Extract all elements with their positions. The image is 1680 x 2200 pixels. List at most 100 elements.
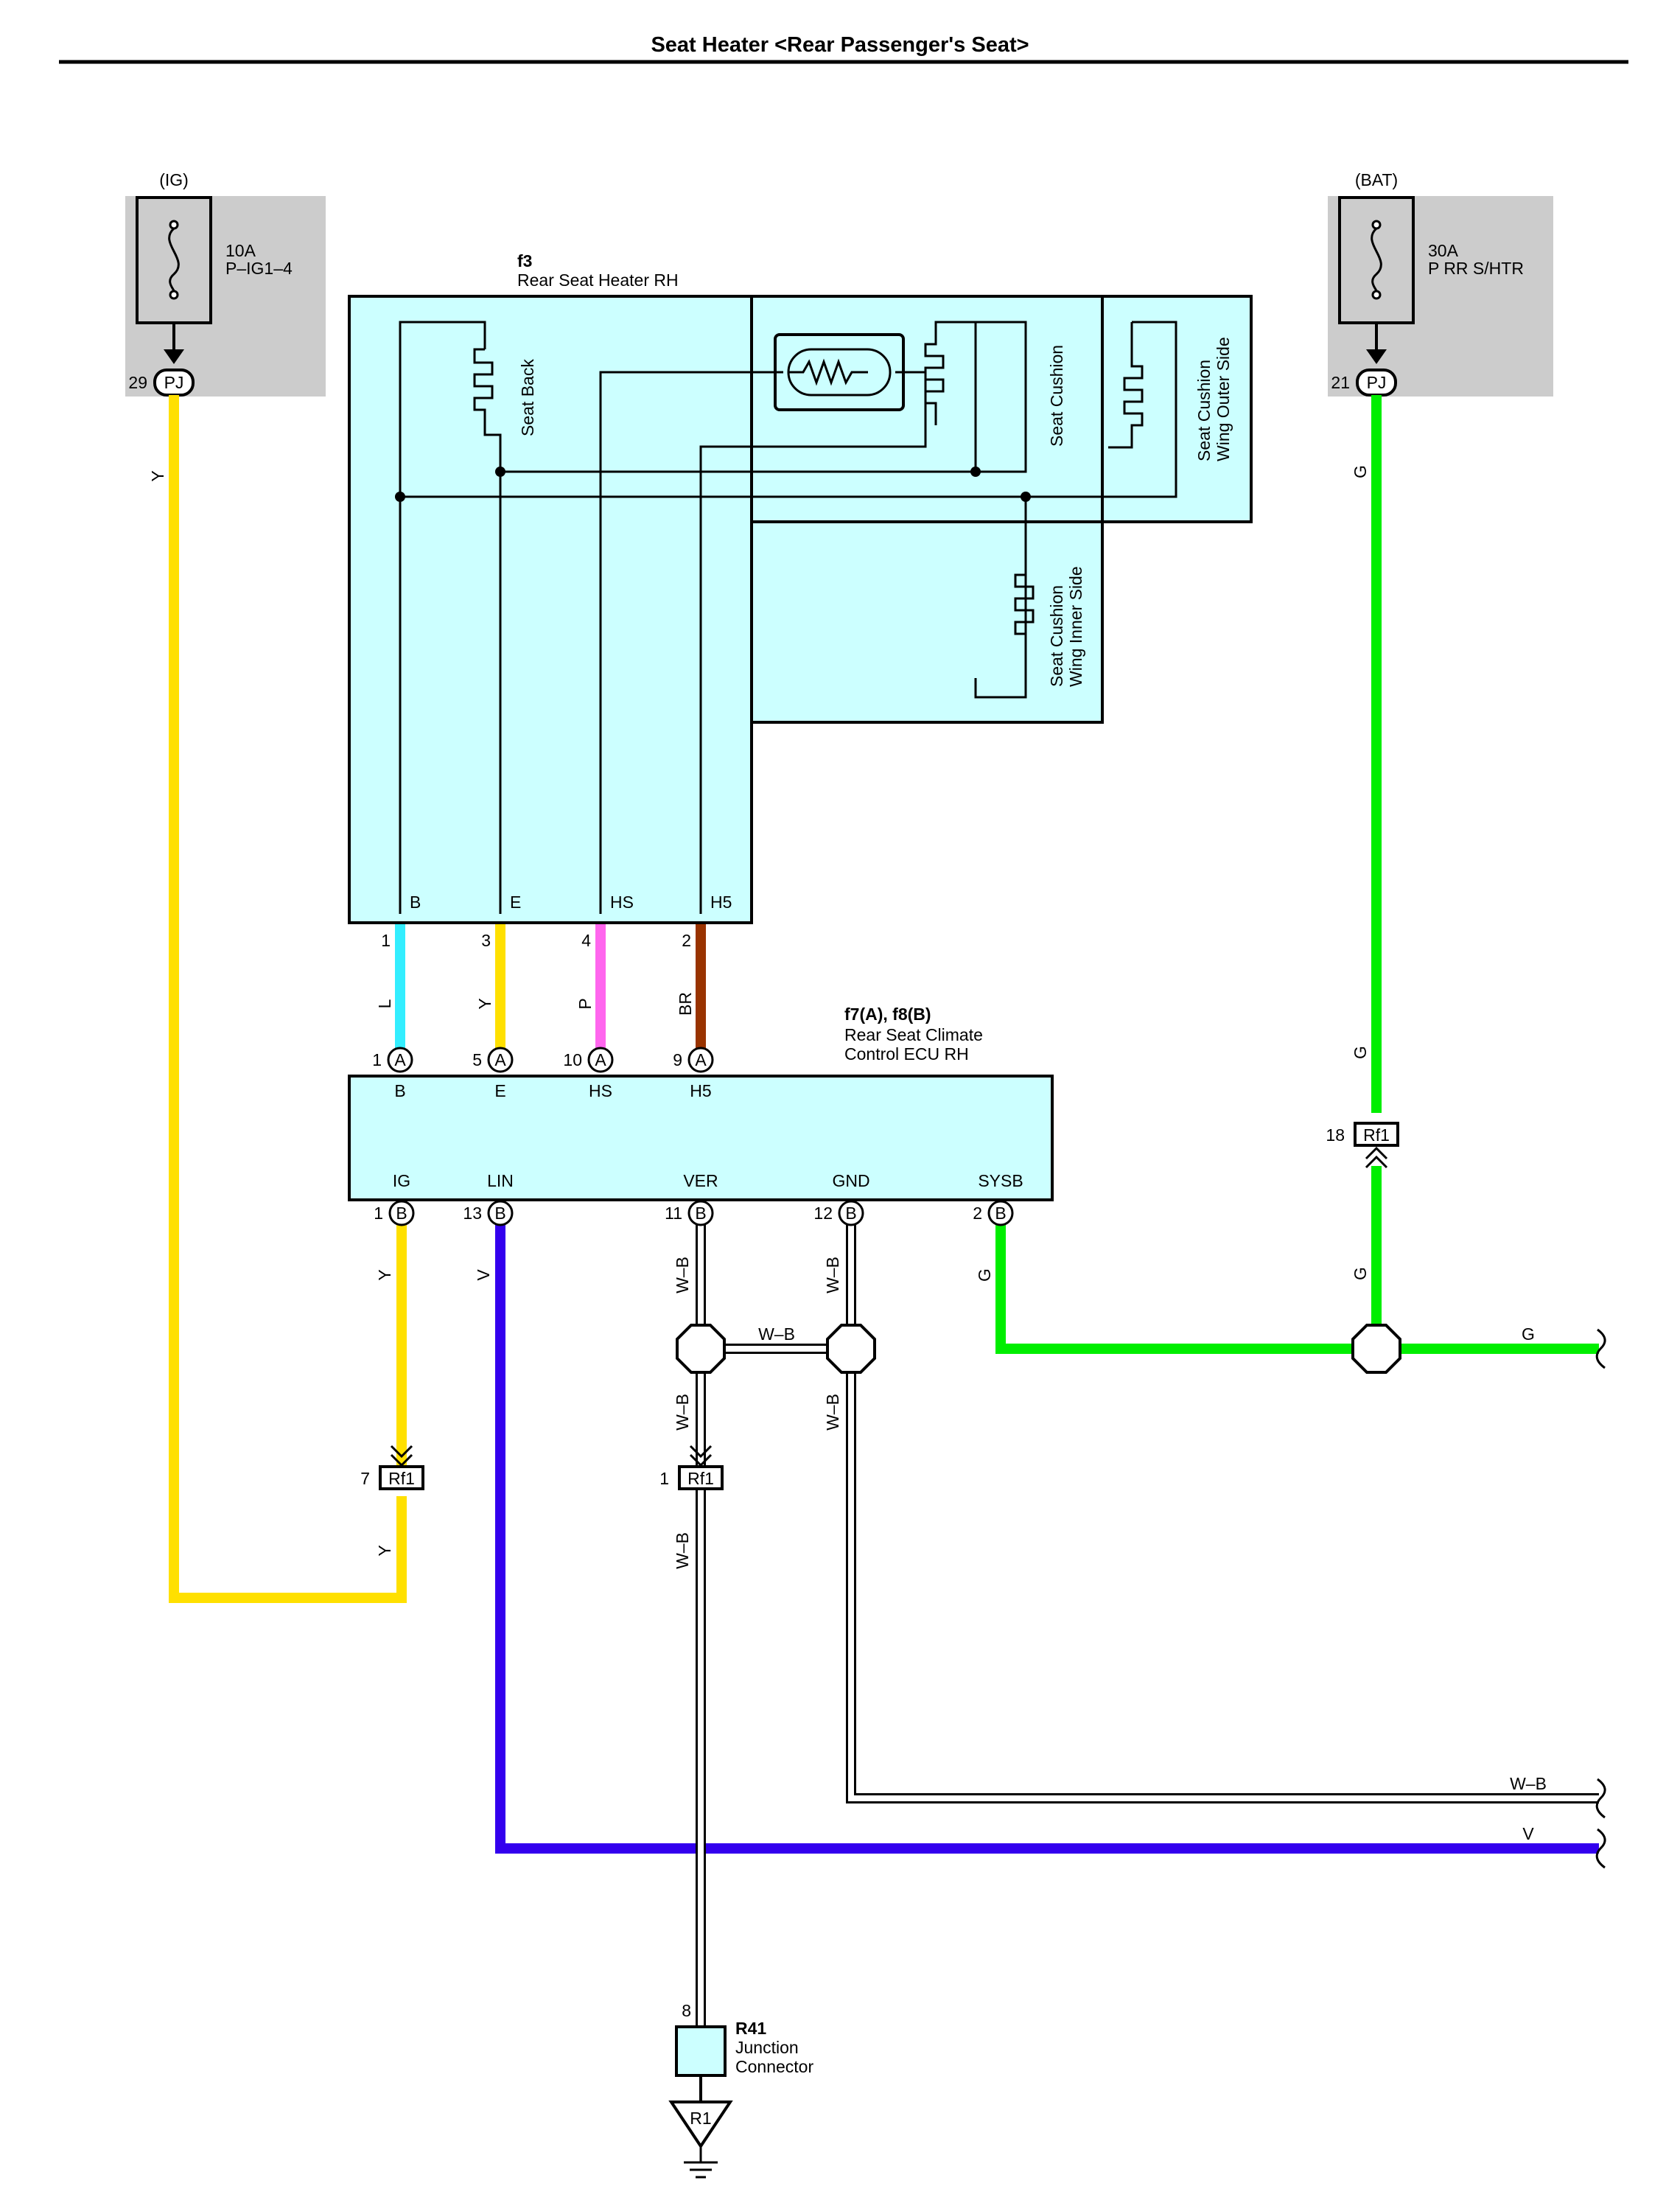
fuse-bat-rating: 30A [1428, 241, 1459, 260]
heater-pin-3: 3 [481, 931, 491, 950]
junction-code: R41 [735, 2019, 766, 2038]
thermistor-box [774, 333, 905, 411]
wing-outer-element-icon [1108, 322, 1144, 449]
wire-label-ig-y: Y [375, 1269, 394, 1280]
ecu-top-pin-h5: A 9 H5 [673, 1047, 714, 1100]
splice-point-g [1351, 1324, 1401, 1374]
fuse-bat-source: (BAT) [1355, 170, 1398, 189]
fuse-ig-pin: 29 [128, 373, 147, 392]
svg-text:B: B [394, 1081, 405, 1100]
rear-seat-climate-ecu: f7(A), f8(B) Rear Seat Climate Control E… [348, 1005, 1054, 1226]
wing-outer-label-2: Wing Outer Side [1214, 337, 1233, 461]
fuse-ig-arrow-icon [164, 349, 184, 364]
fuse-bat-arrow-icon [1366, 349, 1387, 364]
svg-text:11: 11 [665, 1204, 682, 1223]
connector-chevron-icon [1365, 1146, 1388, 1169]
ecu-bottom-pin-ig: IG B 1 [374, 1171, 415, 1226]
heater-terminal-h5: H5 [710, 893, 732, 912]
fuse-ig-connector-label: PJ [164, 373, 184, 392]
splice-point-ver [676, 1324, 726, 1374]
wire-label-bat-supply: G [1351, 465, 1370, 478]
wire-label-lin-v: V [474, 1269, 493, 1281]
fuse-ig-source: (IG) [159, 170, 189, 189]
wire-label-sysb-g: G [975, 1268, 994, 1282]
ecu-name-1: Rear Seat Climate [844, 1025, 983, 1044]
wire-w-b-gnd [848, 1216, 1599, 1801]
svg-text:9: 9 [673, 1050, 682, 1069]
wire-label-l: L [375, 999, 394, 1008]
svg-text:A: A [595, 1050, 606, 1069]
junction-connector-r41: 8 R41 Junction Connector R1 [668, 2001, 813, 2179]
svg-text:B: B [494, 1204, 505, 1223]
junction-pin: 8 [682, 2001, 691, 2020]
heater-pin-2: 2 [682, 931, 691, 950]
wire-label-wb-bus: W–B [1510, 1774, 1547, 1793]
svg-text:10: 10 [563, 1050, 582, 1069]
wire-label-v-bus: V [1522, 1824, 1534, 1843]
wire-label-gnd-lower: W–B [823, 1394, 842, 1431]
wire-label-junction-link: W–B [758, 1324, 795, 1344]
seat-cushion-label: Seat Cushion [1047, 345, 1066, 447]
svg-text:H5: H5 [690, 1081, 711, 1100]
heater-terminal-b: B [410, 893, 421, 912]
fuse-ig-background [125, 196, 326, 397]
wire-break-icon [1595, 1328, 1606, 1369]
ecu-name-2: Control ECU RH [844, 1044, 969, 1064]
wire-label-ver-mid: W–B [673, 1394, 692, 1431]
wire-label-ig-lower: Y [375, 1545, 394, 1556]
rear-seat-heater-rh: f3 Rear Seat Heater RH Seat Back Seat C [348, 251, 1253, 924]
fuse-ig: (IG) 10A P–IG1–4 PJ 29 [125, 170, 326, 397]
heater-terminal-hs: HS [610, 893, 634, 912]
ecu-code: f7(A), f8(B) [844, 1005, 931, 1024]
fuse-ig-element-icon [168, 227, 180, 292]
heater-terminal-e: E [510, 893, 521, 912]
wing-inner-element-icon [1014, 573, 1035, 635]
wire-break-icon [1595, 1828, 1606, 1869]
svg-text:2: 2 [973, 1204, 982, 1223]
wire-label-gnd-wb: W–B [823, 1257, 842, 1293]
ecu-bottom-pin-gnd: GND B 12 [813, 1171, 870, 1226]
svg-text:B: B [695, 1204, 706, 1223]
svg-text:Rf1: Rf1 [388, 1469, 415, 1488]
svg-text:B: B [845, 1204, 856, 1223]
ecu-bottom-pin-lin: LIN B 13 [463, 1171, 514, 1226]
svg-text:7: 7 [360, 1469, 370, 1488]
svg-text:12: 12 [813, 1204, 833, 1223]
wire-label-br: BR [676, 992, 695, 1016]
svg-text:18: 18 [1326, 1125, 1345, 1145]
ecu-bottom-pin-ver: VER B 11 [665, 1171, 718, 1226]
fuse-ig-name: P–IG1–4 [225, 259, 293, 278]
heater-code: f3 [517, 251, 532, 270]
fuse-bat-connector-label: PJ [1367, 373, 1387, 392]
fuse-bat-name: P RR S/HTR [1428, 259, 1524, 278]
svg-text:1: 1 [659, 1469, 669, 1488]
page-title: Seat Heater <Rear Passenger's Seat> [651, 33, 1029, 57]
wire-label-bat-lower: G [1351, 1267, 1370, 1280]
fuse-bat-pin: 21 [1331, 373, 1350, 392]
svg-text:1: 1 [374, 1204, 383, 1223]
svg-text:Rf1: Rf1 [687, 1469, 714, 1488]
fuse-ig-rating: 10A [225, 241, 256, 260]
heater-main-box [348, 295, 753, 924]
svg-text:13: 13 [463, 1204, 482, 1223]
ecu-top-pin-hs: A 10 HS [563, 1047, 614, 1100]
connector-rf1-bat: Rf1 18 [1326, 1122, 1399, 1169]
svg-text:A: A [695, 1050, 707, 1069]
junction-name-2: Connector [735, 2057, 813, 2076]
ecu-top-pin-b: A 1 B [372, 1047, 413, 1100]
svg-text:VER: VER [683, 1171, 718, 1190]
fuse-bat: (BAT) 30A P RR S/HTR PJ 21 [1328, 170, 1553, 397]
wire-g-sysb [995, 1216, 1599, 1354]
wire-break-icon [1595, 1778, 1606, 1819]
svg-text:E: E [494, 1081, 505, 1100]
wire-label-g-bus: G [1522, 1324, 1535, 1344]
seat-back-label: Seat Back [518, 359, 537, 436]
wire-label-y: Y [475, 998, 494, 1009]
heater-name: Rear Seat Heater RH [517, 270, 679, 290]
svg-text:GND: GND [832, 1171, 869, 1190]
ecu-top-pin-e: A 5 E [472, 1047, 514, 1100]
wing-outer-label-1: Seat Cushion [1194, 360, 1214, 461]
svg-text:B: B [995, 1204, 1006, 1223]
heater-pin-1: 1 [381, 931, 391, 950]
wing-inner-label-2: Wing Inner Side [1066, 566, 1085, 687]
